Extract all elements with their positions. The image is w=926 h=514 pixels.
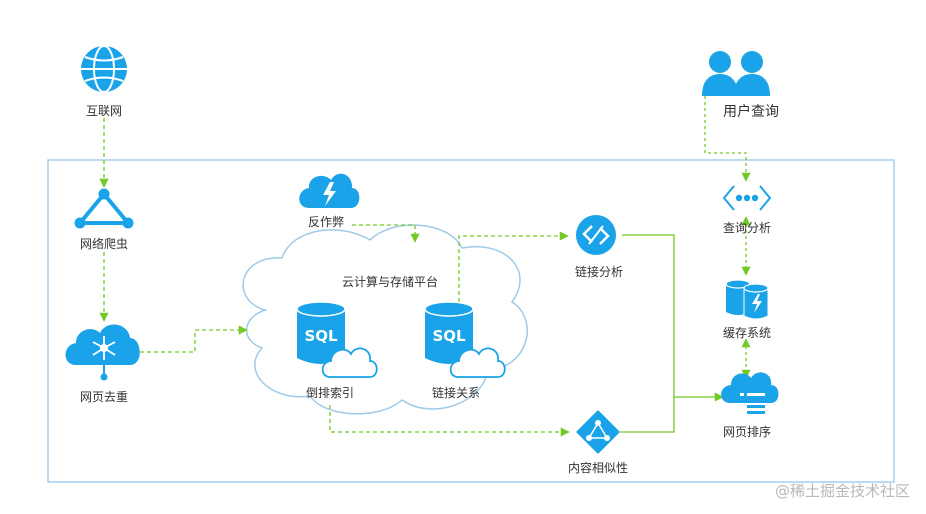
query-analysis-label: 查询分析 <box>723 221 771 235</box>
platform-label: 云计算与存储平台 <box>342 274 438 289</box>
arrow-dedup-to-platform <box>140 325 248 353</box>
node-dedup: 网页去重 <box>65 324 140 404</box>
watermark-text: @稀土掘金技术社区 <box>775 482 910 500</box>
cache-cylinder-icon <box>725 279 769 320</box>
arrow-index-to-similarity <box>329 405 570 437</box>
diamond-network-icon <box>576 410 620 454</box>
connectors <box>99 96 751 437</box>
arrow-linkanalysis-to-ranking <box>622 234 724 402</box>
crawler-label: 网络爬虫 <box>80 236 128 251</box>
inverted-index-label: 倒排索引 <box>306 386 354 400</box>
similarity-label: 内容相似性 <box>568 460 628 475</box>
internet-label: 互联网 <box>86 104 122 118</box>
users-icon <box>702 51 770 96</box>
sql-database-icon: SQL <box>296 301 378 378</box>
node-internet: 互联网 <box>81 45 127 118</box>
node-crawler: 网络爬虫 <box>74 188 134 251</box>
ranking-label: 网页排序 <box>723 424 771 439</box>
network-triangle-icon <box>74 188 134 229</box>
node-link-relation: SQL 链接关系 <box>424 301 506 400</box>
code-dots-icon <box>722 185 772 211</box>
cloud-lightning-icon <box>299 173 360 208</box>
antispam-label: 反作弊 <box>308 214 344 229</box>
node-inverted-index: SQL 倒排索引 <box>296 301 378 400</box>
link-relation-label: 链接关系 <box>432 385 480 400</box>
node-query-analysis: 查询分析 <box>722 185 772 235</box>
arrow-similarity-to-ranking <box>620 397 675 433</box>
link-analysis-icon <box>576 215 616 255</box>
cloud-hub-icon <box>65 324 140 381</box>
node-cache: 缓存系统 <box>723 279 771 340</box>
inverted-index-badge: SQL <box>304 327 338 345</box>
globe-icon <box>81 45 127 93</box>
link-analysis-label: 链接分析 <box>575 264 623 279</box>
node-similarity: 内容相似性 <box>568 410 628 475</box>
node-user-query: 用户查询 <box>702 51 779 120</box>
dedup-label: 网页去重 <box>80 390 128 404</box>
node-link-analysis: 链接分析 <box>575 215 623 279</box>
node-antispam: 反作弊 <box>299 173 360 229</box>
arrow-linkrel-to-linkanalysis <box>458 231 569 302</box>
arrow-antispam-to-platform <box>352 224 420 243</box>
link-relation-badge: SQL <box>432 327 466 345</box>
sql-database-icon: SQL <box>424 301 506 378</box>
cloud-ranking-icon <box>721 372 779 414</box>
user-query-label: 用户查询 <box>723 103 779 120</box>
system-boundary-frame <box>47 159 895 483</box>
platform-cloud <box>242 224 528 415</box>
node-ranking: 网页排序 <box>721 372 779 439</box>
cache-label: 缓存系统 <box>723 326 771 340</box>
